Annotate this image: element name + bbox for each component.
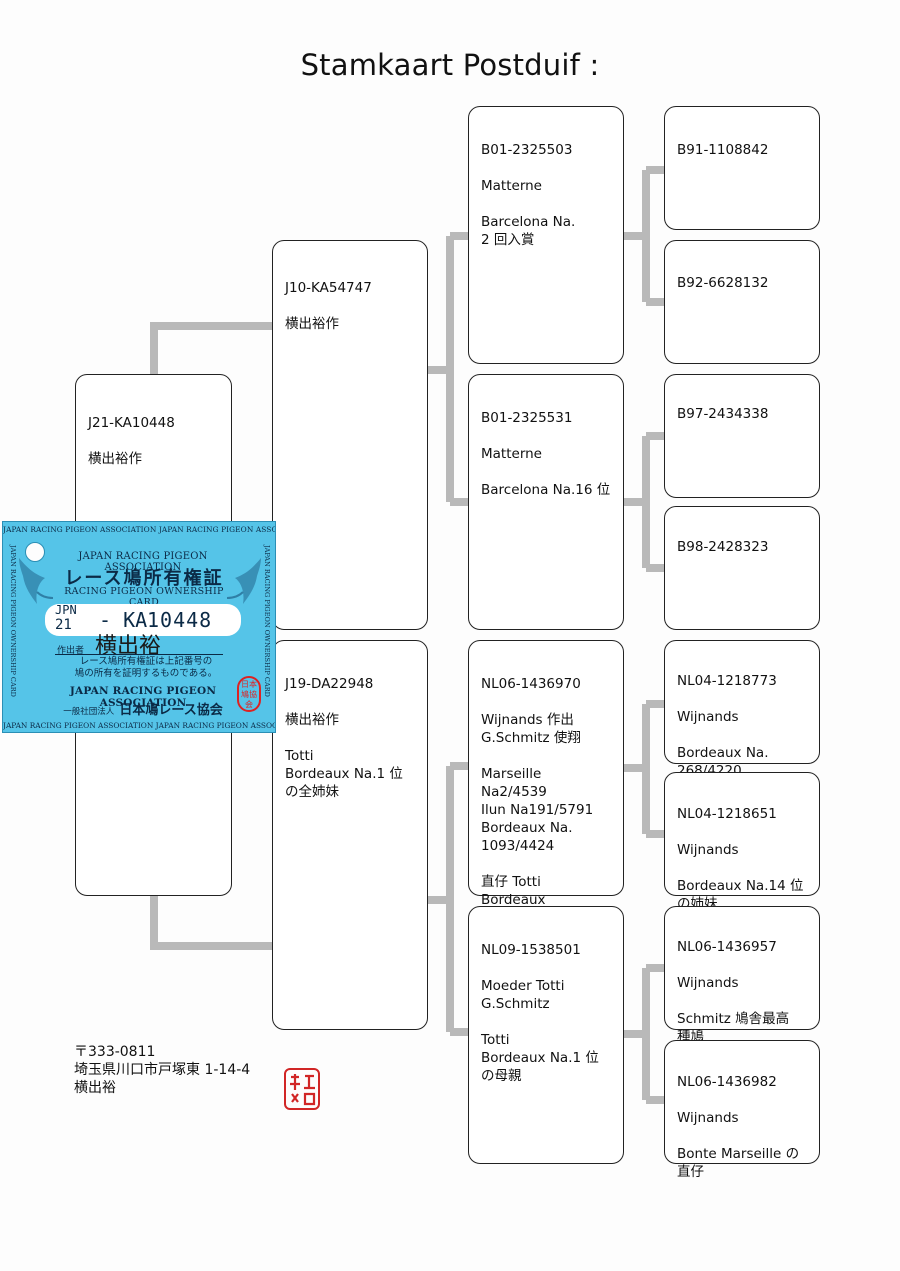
box-details: 横出裕作 — [285, 316, 339, 332]
ring-number: J19-DA22948 — [285, 676, 374, 692]
pedigree-box-sdd: B98-2428323 — [664, 506, 820, 630]
pedigree-box-sire-sire: B01-2325503 Matterne Barcelona Na. 2 回入賞 — [468, 106, 624, 364]
ring-number: B92-6628132 — [677, 275, 769, 291]
card-association-jp-small: 一般社団法人 — [63, 707, 115, 717]
pedigree-box-dsd: NL04-1218651 Wijnands Bordeaux Na.14 位 の… — [664, 772, 820, 912]
ring-number: NL06-1436970 — [481, 676, 581, 692]
card-owner-label: 作出者 — [57, 646, 85, 656]
owner-address: 〒333-0811 埼玉県川口市戸塚東 1-14-4 横出裕 — [74, 1044, 251, 1096]
pedigree-box-dss: NL04-1218773 Wijnands Bordeaux Na. 268/4… — [664, 640, 820, 779]
card-prefix: - KA — [99, 608, 148, 632]
card-border-text-top: JAPAN RACING PIGEON ASSOCIATION JAPAN RA… — [3, 525, 275, 534]
ring-number: B01-2325531 — [481, 410, 573, 426]
card-association: JAPAN RACING PIGEON ASSOCIATION — [78, 551, 208, 573]
card-association-bottom: JAPAN RACING PIGEON ASSOCIATION — [69, 685, 217, 709]
pedigree-box-dam-sire: NL06-1436970 Wijnands 作出 G.Schmitz 使翔 Ma… — [468, 640, 624, 926]
card-association-jp-name: 日本鳩レース協会 — [119, 703, 223, 718]
card-country: JPN — [55, 603, 77, 617]
box-details: 横出裕作 Totti Bordeaux Na.1 位 の全姉妹 — [285, 712, 403, 800]
ring-number: J10-KA54747 — [285, 280, 372, 296]
pedigree-box-sds: B97-2434338 — [664, 374, 820, 498]
box-details: Moeder Totti G.Schmitz Totti Bordeaux Na… — [481, 978, 599, 1084]
ring-number: B97-2434338 — [677, 406, 769, 422]
ring-number: NL06-1436957 — [677, 939, 777, 955]
card-punch-hole — [25, 542, 45, 562]
box-details: Matterne Barcelona Na. 2 回入賞 — [481, 178, 576, 248]
page-title: Stamkaart Postduif : — [300, 48, 600, 82]
ring-number: B91-1108842 — [677, 142, 769, 158]
ring-number: NL06-1436982 — [677, 1074, 777, 1090]
pigeon-right-icon — [226, 558, 261, 604]
ring-number: NL04-1218773 — [677, 673, 777, 689]
pedigree-box-sire: J10-KA54747 横出裕作 — [272, 240, 428, 630]
card-association-jp: 一般社団法人 日本鳩レース協会 — [33, 699, 253, 718]
ring-number: NL09-1538501 — [481, 942, 581, 958]
card-year: 21 — [55, 617, 72, 633]
ring-number: B98-2428323 — [677, 539, 769, 555]
pedigree-box-dds: NL06-1436957 Wijnands Schmitz 鳩舎最高 種鳩 — [664, 906, 820, 1045]
card-note: レース鳩所有権証は上記番号の 鳩の所有を証明するものである。 — [74, 656, 218, 679]
pedigree-box-ddd: NL06-1436982 Wijnands Bonte Marseille の … — [664, 1040, 820, 1180]
box-details: Wijnands Bordeaux Na. 268/4220 — [677, 709, 769, 779]
box-details: Wijnands 作出 G.Schmitz 使翔 Marseille Na2/4… — [481, 712, 594, 926]
ring-number: NL04-1218651 — [677, 806, 777, 822]
card-ring-number: 10448 — [147, 608, 213, 632]
ring-number-panel — [45, 604, 241, 636]
pedigree-box-dam-dam: NL09-1538501 Moeder Totti G.Schmitz Tott… — [468, 906, 624, 1164]
ring-number: J21-KA10448 — [88, 415, 175, 431]
box-details: Matterne Barcelona Na.16 位 — [481, 446, 611, 498]
ownership-card: JAPAN RACING PIGEON ASSOCIATION JAPAN RA… — [2, 521, 276, 733]
ring-number: B01-2325503 — [481, 142, 573, 158]
box-details: Wijnands Bonte Marseille の 直仔 — [677, 1110, 800, 1180]
card-border-text-bottom: JAPAN RACING PIGEON ASSOCIATION JAPAN RA… — [3, 721, 276, 730]
card-title-jp: レース鳩所有権証 — [64, 568, 224, 589]
card-owner-line — [55, 654, 223, 655]
box-details: 横出裕作 — [88, 451, 142, 467]
card-title-en: RACING PIGEON OWNERSHIP CARD — [64, 586, 224, 608]
seal-stamp-icon — [284, 1068, 320, 1110]
card-stamp: 日本鳩協会 — [237, 676, 261, 712]
pigeon-left-icon — [19, 558, 54, 604]
pedigree-box-sire-dam: B01-2325531 Matterne Barcelona Na.16 位 — [468, 374, 624, 630]
pedigree-box-sss: B91-1108842 — [664, 106, 820, 230]
box-details: Wijnands Bordeaux Na.14 位 の姉妹 — [677, 842, 804, 912]
pedigree-box-dam: J19-DA22948 横出裕作 Totti Bordeaux Na.1 位 の… — [272, 640, 428, 1030]
box-details: Wijnands Schmitz 鳩舎最高 種鳩 — [677, 975, 790, 1045]
pedigree-box-ssd: B92-6628132 — [664, 240, 820, 364]
